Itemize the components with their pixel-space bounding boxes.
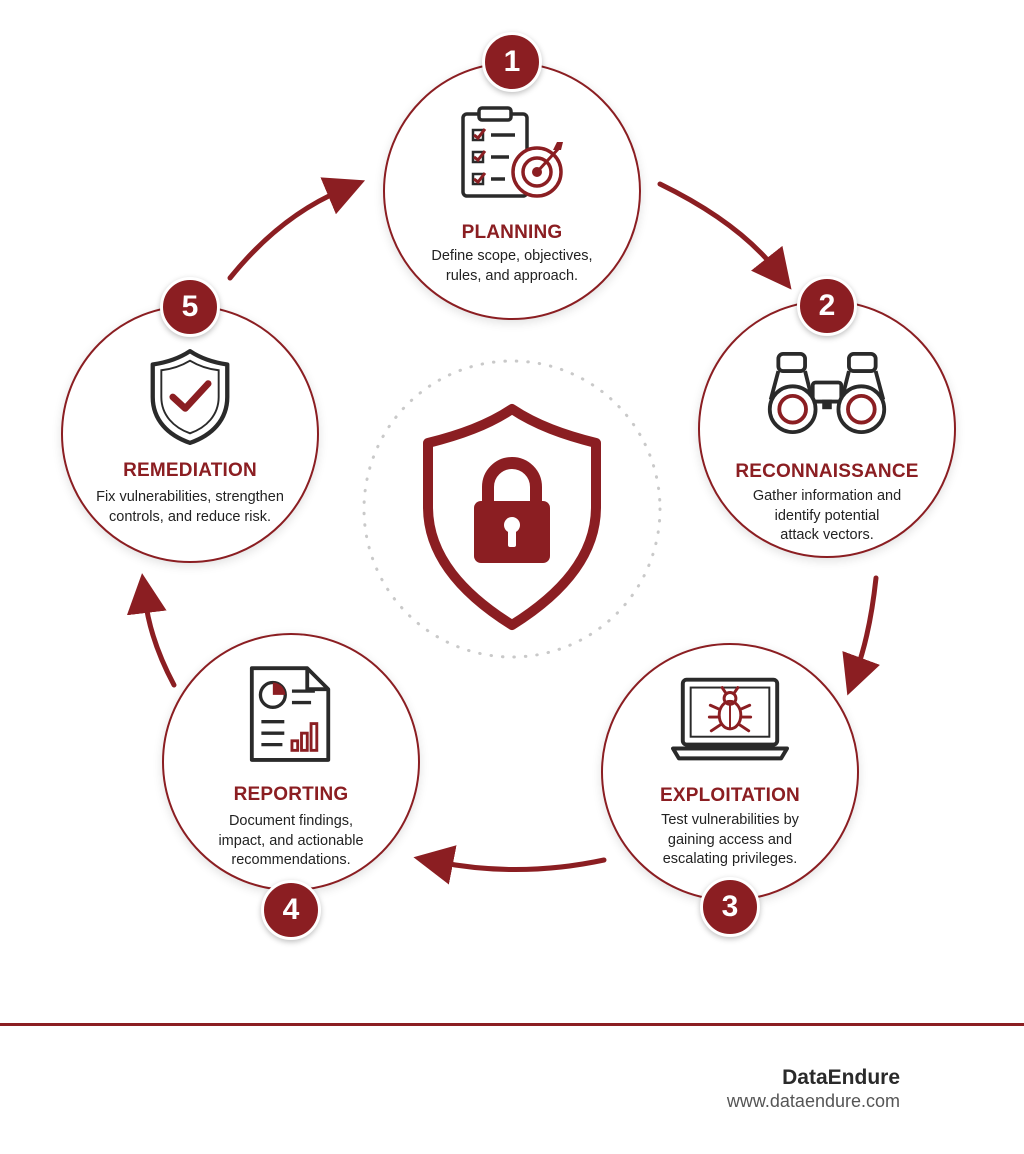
desc-line: Fix vulnerabilities, strengthen [96,489,284,505]
report-document-icon [249,666,331,762]
footer-divider [0,1023,1024,1026]
stage-description: Fix vulnerabilities, strengthen controls… [69,488,311,527]
arrow-4-to-5 [126,573,177,688]
stage-description: Define scope, objectives, rules, and app… [403,247,621,286]
stage-description: Test vulnerabilities by gaining access a… [621,811,839,870]
stage-remediation: REMEDIATION Fix vulnerabilities, strengt… [61,305,319,563]
shield-lock-icon [362,359,662,659]
desc-line: Define scope, objectives, [431,248,593,264]
stage-title: PLANNING [461,222,563,243]
stage-exploitation: EXPLOITATION Test vulnerabilities by gai… [601,643,859,901]
pentest-cycle-diagram: PLANNING Define scope, objectives, rules… [61,32,956,940]
stage-reconnaissance: RECONNAISSANCE Gather information and id… [698,300,956,558]
stage-description: Document findings, impact, and actionabl… [182,812,400,871]
desc-line: controls, and reduce risk. [109,508,271,525]
shield-check-icon [150,348,230,446]
arrow-2-to-3 [842,575,880,696]
stage-planning: PLANNING Define scope, objectives, rules… [383,62,641,320]
desc-line: Gather information and [752,488,902,504]
desc-line: attack vectors. [780,527,874,543]
stage-title: REMEDIATION [123,460,257,481]
step-badge-5: 5 [160,277,220,337]
step-badge-1: 1 [482,32,542,92]
arrow-3-to-4 [413,845,607,885]
desc-line: identify potential [774,507,880,524]
stage-title: REPORTING [233,784,349,805]
brand-name: DataEndure [782,1066,900,1089]
binoculars-icon [767,351,887,435]
laptop-bug-icon [671,677,789,761]
arrow-5-to-1 [227,177,366,281]
desc-line: rules, and approach. [445,267,579,284]
desc-line: Document findings, [228,813,354,829]
stage-reporting: REPORTING Document findings, impact, and… [162,633,420,891]
desc-line: recommendations. [231,852,351,868]
clipboard-target-icon [461,106,563,198]
stage-title: RECONNAISSANCE [735,461,919,482]
desc-line: escalating privileges. [662,851,798,867]
step-badge-3: 3 [700,877,760,937]
step-badge-4: 4 [261,880,321,940]
desc-line: gaining access and [667,831,793,848]
desc-line: Test vulnerabilities by [661,812,799,828]
arrow-1-to-2 [657,181,792,290]
desc-line: impact, and actionable [218,832,364,849]
step-badge-2: 2 [797,276,857,336]
stage-description: Gather information and identify potentia… [718,487,936,546]
cycle-arrows [126,177,880,885]
stage-title: EXPLOITATION [660,785,800,806]
brand-url: www.dataendure.com [726,1091,900,1111]
